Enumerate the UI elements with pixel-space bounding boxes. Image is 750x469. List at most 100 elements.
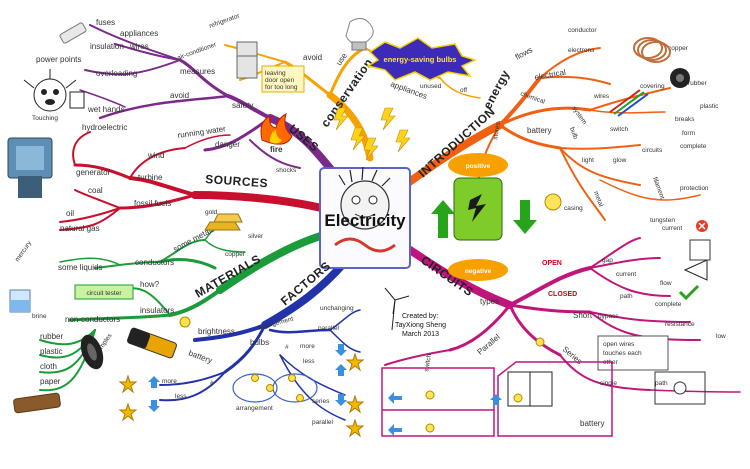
battery-positive: positive bbox=[466, 163, 491, 170]
intro-chemical: chemical bbox=[519, 90, 546, 106]
factors-more-1: more bbox=[300, 343, 315, 350]
uses-measures: measures bbox=[180, 67, 215, 76]
beaker-icon bbox=[9, 289, 31, 313]
fuse-icon bbox=[59, 22, 87, 44]
battery-negative: negative bbox=[465, 268, 492, 275]
energy-bulbs-badge bbox=[366, 37, 478, 81]
materials-circuit-tester: circuit tester bbox=[86, 290, 122, 297]
intro-wires: wires bbox=[593, 93, 610, 100]
circuits-types: types bbox=[480, 297, 499, 306]
factors-hash-2: # bbox=[210, 380, 214, 387]
open-wires-note-box bbox=[597, 335, 669, 371]
intro-current: current bbox=[662, 225, 682, 232]
intro-casing: casing bbox=[564, 205, 583, 212]
parallel-circuit-diagram bbox=[381, 367, 495, 437]
fire-icon bbox=[260, 113, 293, 145]
energy-saving-bulb-icon bbox=[345, 18, 374, 51]
uses-fire: fire bbox=[270, 145, 283, 154]
uses-safety: safety bbox=[232, 101, 253, 110]
intro-bulb: bulb bbox=[568, 126, 579, 140]
sources-hydroelectric: hydroelectric bbox=[82, 123, 127, 132]
factors-brightness: brightness bbox=[198, 327, 235, 336]
conservation-unused: unused bbox=[420, 83, 442, 90]
circuits-complete: complete bbox=[655, 301, 682, 308]
circuits-short: Short bbox=[573, 311, 593, 320]
materials-silver: silver bbox=[248, 233, 264, 240]
materials-rubber: rubber bbox=[40, 332, 63, 341]
uses-shocks: shocks bbox=[276, 167, 297, 174]
circuit-tester-box bbox=[74, 284, 134, 300]
intro-glow: glow bbox=[613, 157, 627, 164]
materials-insulators: insulators bbox=[140, 306, 174, 315]
circuits-low: low bbox=[716, 333, 726, 340]
materials-gold: gold bbox=[205, 209, 218, 216]
circuits-closed: CLOSED bbox=[548, 291, 577, 298]
circuit-bulb-icons bbox=[425, 337, 545, 433]
materials-conductors: conductors bbox=[135, 258, 174, 267]
intro-light: light bbox=[582, 157, 594, 164]
door-note-box bbox=[261, 65, 305, 93]
conservation-off: off bbox=[460, 87, 467, 94]
factors-arrangement-2: arrangement bbox=[236, 405, 273, 412]
materials-copper: copper bbox=[225, 251, 246, 258]
conservation-air-conditioner: air-conditioner bbox=[176, 41, 218, 62]
wood-icon bbox=[13, 392, 61, 414]
house-circuit-diagram bbox=[497, 361, 613, 437]
circuits-single: single bbox=[600, 380, 617, 387]
door-note-line-3: for too long bbox=[265, 84, 298, 91]
factors-hash: # bbox=[285, 344, 289, 351]
battery-image bbox=[127, 327, 177, 359]
uses-danger: danger bbox=[215, 140, 240, 149]
center-title: Electricity bbox=[324, 211, 406, 230]
materials-brine: brine bbox=[32, 313, 47, 320]
resistor-circuit-icon bbox=[654, 371, 706, 405]
factors-parallel-2: parallel bbox=[312, 419, 334, 426]
generator-icon bbox=[7, 137, 53, 198]
circuits-path: path bbox=[620, 293, 633, 300]
energy-label: energy bbox=[480, 67, 512, 111]
uses-wires: wires bbox=[129, 42, 149, 51]
shocked-person-icon bbox=[23, 69, 85, 112]
sources-wind: wind bbox=[147, 151, 164, 160]
circuits-open: OPEN bbox=[542, 260, 562, 267]
factors-unchanging: unchanging bbox=[320, 305, 354, 312]
open-wires-note-2: touches each bbox=[603, 350, 642, 357]
factors-battery: battery bbox=[187, 348, 213, 365]
tyre-icon-2 bbox=[670, 68, 690, 88]
copper-coil-icon bbox=[633, 37, 671, 63]
green-arrows bbox=[431, 200, 537, 238]
gold-bars-icon bbox=[204, 213, 243, 231]
uses-overloading: overloading bbox=[96, 69, 137, 78]
refrigerator-icon bbox=[236, 41, 258, 79]
checkmark-icon bbox=[678, 284, 700, 301]
sources-running-water: running water bbox=[177, 124, 227, 140]
circuits-series: Series bbox=[561, 345, 584, 366]
circuits-switch: switch bbox=[423, 353, 433, 372]
sources-coal: coal bbox=[88, 186, 103, 195]
uses-fuses: fuses bbox=[96, 18, 115, 27]
factors-branch bbox=[159, 258, 361, 421]
credit-line-3: March 2013 bbox=[402, 331, 439, 338]
conservation-avoid: avoid bbox=[303, 53, 322, 62]
sources-fossil-fuels: fossil fuels bbox=[134, 199, 171, 208]
intro-breaks: breaks bbox=[675, 116, 695, 123]
circuits-gap: gap bbox=[602, 257, 613, 264]
cross-icon bbox=[696, 220, 708, 232]
circuits-flow: flow bbox=[660, 280, 672, 287]
circuits-battery: battery bbox=[580, 419, 604, 428]
uses-power-points: power points bbox=[36, 55, 81, 64]
bulb-icons bbox=[179, 316, 304, 402]
sources-natural-gas: natural gas bbox=[60, 224, 100, 233]
open-wires-note-1: open wires bbox=[603, 341, 635, 348]
circuits-resistance: resistance bbox=[665, 321, 695, 328]
sources-generator: generator bbox=[76, 168, 111, 177]
intro-switch: switch bbox=[610, 126, 628, 133]
sources-branch bbox=[59, 131, 334, 231]
intro-conductor: conductor bbox=[568, 27, 597, 34]
materials-label: MATERIALS bbox=[193, 252, 264, 301]
intro-battery: battery bbox=[527, 126, 551, 135]
materials-how: how? bbox=[140, 280, 160, 289]
materials-non-conductors: non-conductors bbox=[65, 315, 120, 324]
intro-form: form bbox=[682, 130, 695, 137]
